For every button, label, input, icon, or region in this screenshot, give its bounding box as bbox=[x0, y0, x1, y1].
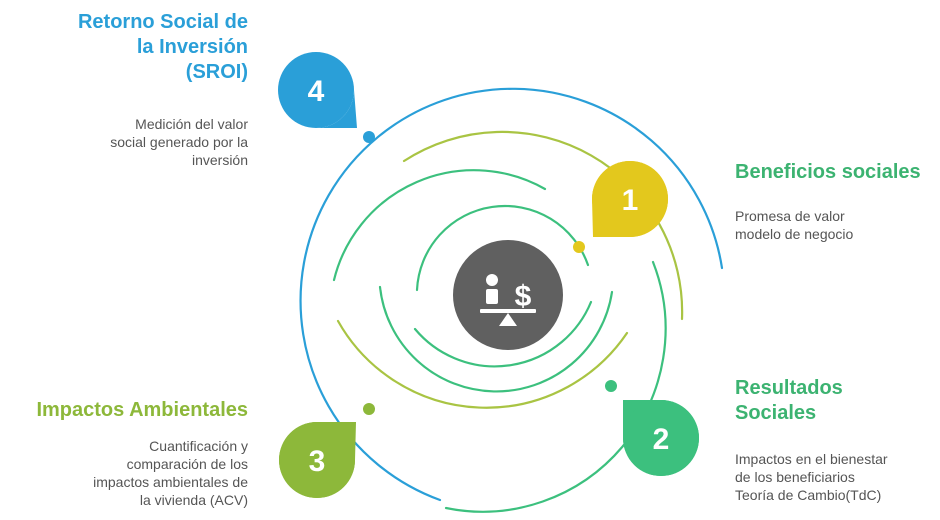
step-2-description: Impactos en el bienestar de los benefici… bbox=[735, 451, 888, 503]
spiral-arcs bbox=[299, 87, 724, 513]
step-3-description: Cuantificación y comparación de los impa… bbox=[93, 438, 248, 508]
step-4-title: Retorno Social de la Inversión (SROI) bbox=[77, 11, 248, 83]
connector-dots bbox=[363, 131, 617, 415]
marker-step-3: 3 bbox=[279, 422, 356, 498]
step-3-title: Impactos Ambientales bbox=[36, 399, 248, 421]
marker-number-4: 4 bbox=[308, 75, 325, 108]
scale-person-dollar-icon: $ bbox=[480, 274, 536, 326]
marker-number-1: 1 bbox=[622, 184, 639, 217]
center-hub: $ bbox=[453, 240, 563, 350]
arc-inner-teal-4 bbox=[413, 300, 593, 368]
arc-inner-teal-1 bbox=[332, 169, 547, 282]
dot-step-1 bbox=[573, 241, 585, 253]
arc-mid-green bbox=[444, 260, 667, 513]
arc-outer-blue bbox=[299, 87, 724, 502]
arc-mid-lime bbox=[336, 319, 629, 409]
marker-number-2: 2 bbox=[653, 423, 670, 456]
step-2-title: Resultados Sociales bbox=[735, 377, 843, 424]
dot-step-2 bbox=[605, 380, 617, 392]
marker-step-1: 1 bbox=[592, 161, 668, 237]
marker-step-4: 4 bbox=[278, 52, 357, 128]
dot-step-3 bbox=[363, 403, 375, 415]
marker-number-3: 3 bbox=[309, 445, 326, 478]
step-4-description: Medición del valor social generado por l… bbox=[110, 116, 248, 168]
arc-inner-teal-3 bbox=[415, 204, 590, 292]
step-1-description: Promesa de valor modelo de negocio bbox=[735, 208, 854, 242]
arc-outer-lime bbox=[402, 130, 684, 321]
dot-step-4 bbox=[363, 131, 375, 143]
arc-inner-teal-2 bbox=[378, 285, 614, 393]
svg-text:$: $ bbox=[515, 280, 532, 313]
step-1-title: Beneficios sociales bbox=[735, 161, 921, 183]
marker-step-2: 2 bbox=[623, 400, 699, 476]
